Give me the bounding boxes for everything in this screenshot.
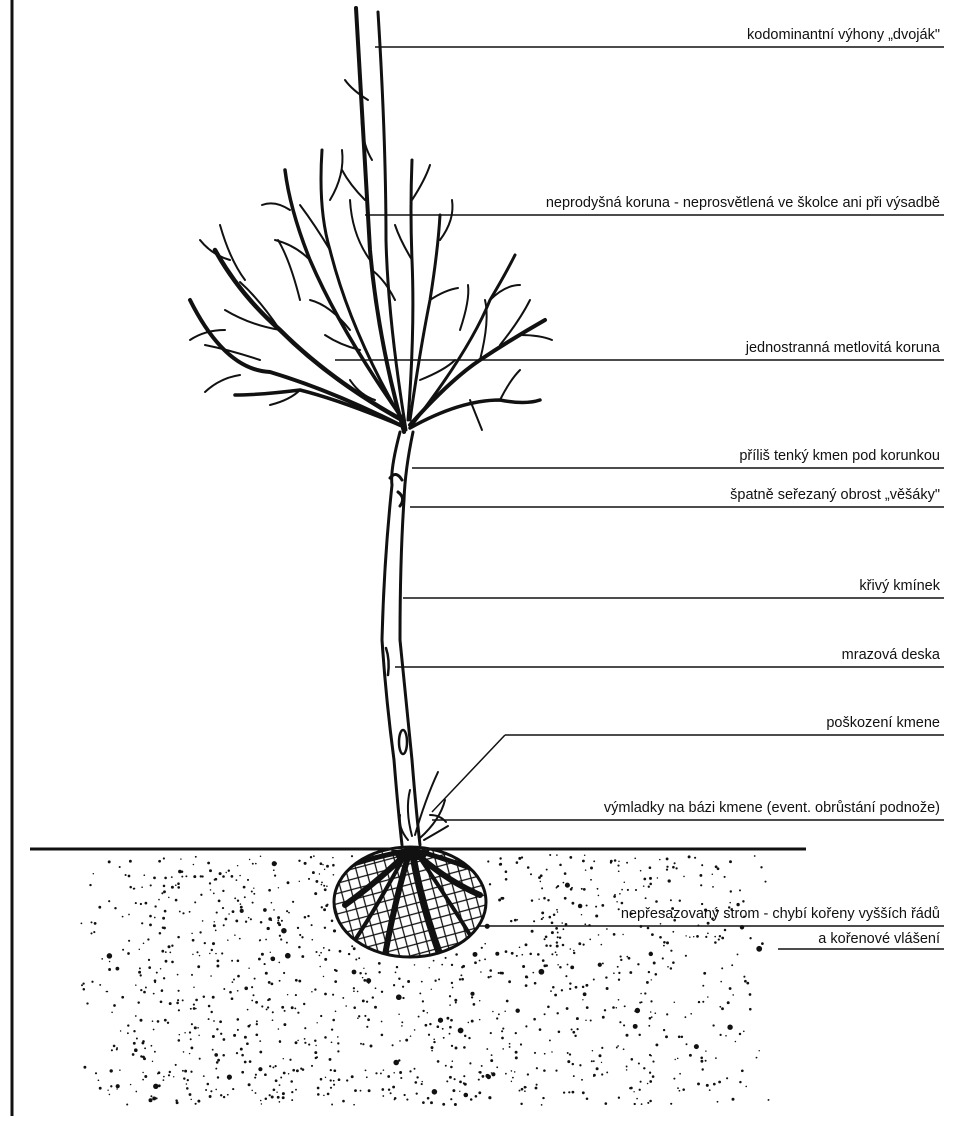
- label-trunk-damage: poškození kmene: [826, 716, 940, 731]
- label-crooked-trunk: křivý kmínek: [859, 579, 940, 594]
- trunk: [382, 432, 448, 845]
- label-codominant-shoots: kodominantní výhony „dvoják": [747, 28, 940, 43]
- label-dense-crown: neprodyšná koruna - neprosvětlená ve ško…: [546, 196, 940, 211]
- label-roots-line2: a kořenové vlášení: [818, 932, 940, 947]
- label-thin-trunk: příliš tenký kmen pod korunkou: [739, 449, 940, 464]
- root-ball: [330, 845, 490, 960]
- leader-trunk-damage-diag: [432, 735, 505, 812]
- label-bad-cut: špatně seřezaný obrost „věšáky": [730, 488, 940, 503]
- tree-crown: [190, 8, 552, 432]
- label-roots-line1: nepřesazovaný strom - chybí kořeny vyšší…: [621, 907, 940, 922]
- label-onesided-crown: jednostranná metlovitá koruna: [746, 341, 940, 356]
- label-suckers: výmladky na bázi kmene (event. obrůstání…: [604, 801, 940, 816]
- label-frost-crack: mrazová deska: [842, 648, 940, 663]
